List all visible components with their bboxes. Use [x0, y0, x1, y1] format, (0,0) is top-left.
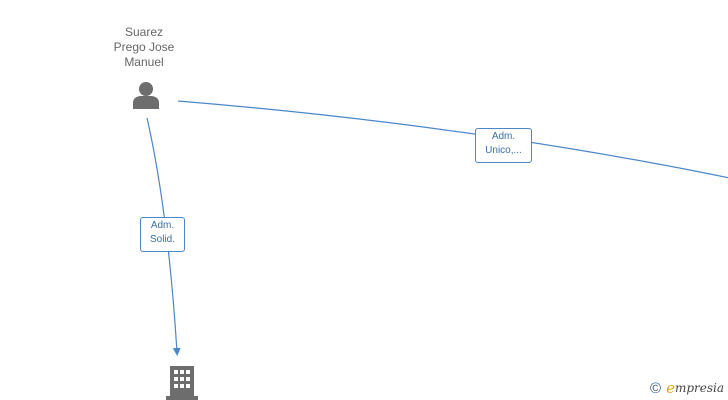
- person-name-line: Prego Jose: [113, 40, 175, 54]
- edge-label-line: Adm.: [491, 131, 516, 142]
- edge-label-adm-unico[interactable]: Adm. Unico,...: [475, 128, 532, 163]
- edge-person-to-offscreen[interactable]: [177, 100, 728, 179]
- brand-initial: e: [666, 379, 675, 397]
- edge-label-line: Solid.: [149, 234, 175, 245]
- copyright-icon: ©: [650, 379, 662, 397]
- person-name-line: Suarez: [124, 25, 164, 39]
- empresia-watermark: © e mpresia: [650, 378, 724, 398]
- edge-label-line: Unico,...: [485, 145, 522, 156]
- building-icon[interactable]: [166, 366, 198, 400]
- person-name-line: Manuel: [124, 55, 164, 69]
- person-icon[interactable]: [133, 82, 159, 109]
- edge-label-adm-solid[interactable]: Adm. Solid.: [140, 217, 185, 252]
- edge-label-line: Adm.: [150, 220, 175, 231]
- brand-name: mpresia: [674, 381, 725, 395]
- person-name-label[interactable]: Suarez Prego Jose Manuel: [96, 25, 192, 70]
